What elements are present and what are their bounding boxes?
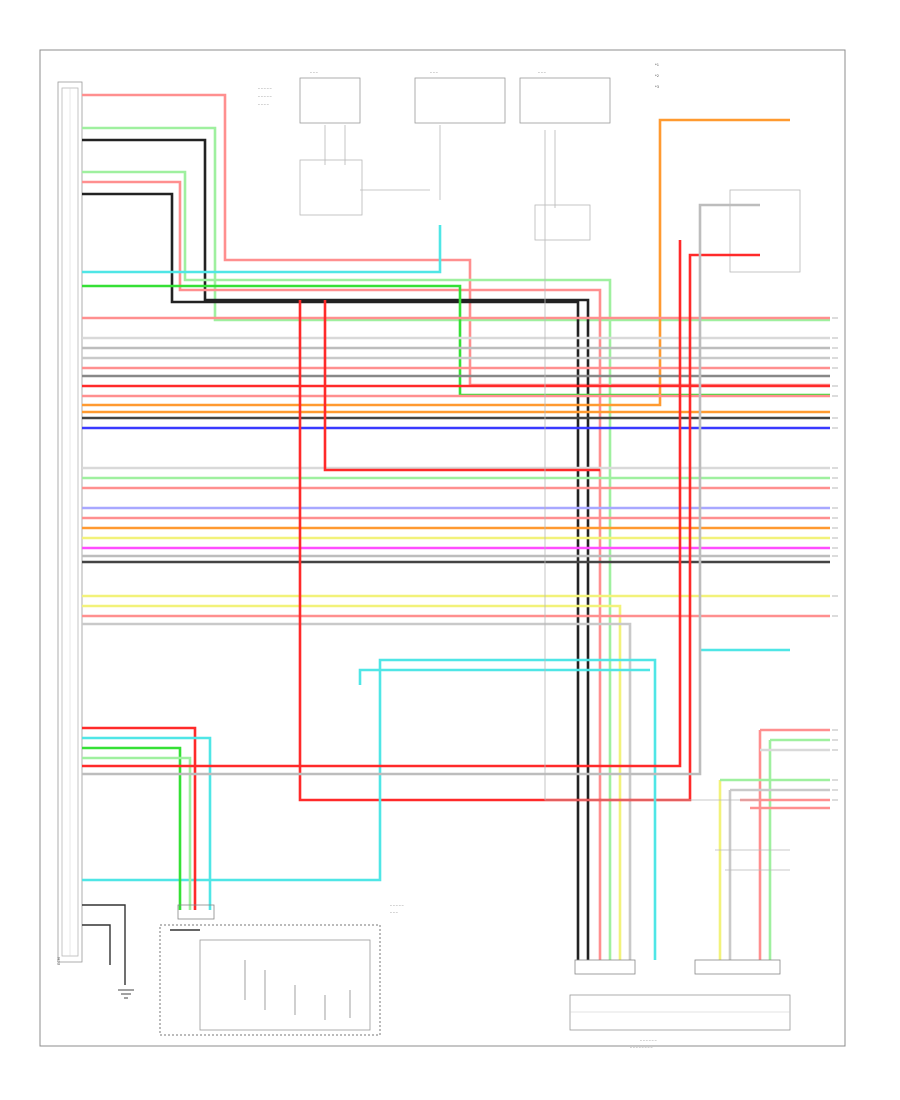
- svg-text:_ _ _: _ _ _: [537, 69, 546, 73]
- wire-harness: [82, 93, 830, 985]
- combination-switch: _ _ _ _ _ _ _ _: [159, 902, 404, 1036]
- multiplex-connector: _ _ _ _ _ _ _ _ _ _ _ _ _ _: [569, 994, 791, 1048]
- svg-text:_ _ _ _ _ _ _ _: _ _ _ _ _ _ _ _: [629, 1044, 653, 1048]
- bottom-terminals: [177, 904, 781, 975]
- right-terminal-ticks: [832, 317, 838, 801]
- relay-box-left: [299, 159, 363, 216]
- svg-text:_ _ _ _ _ _: _ _ _ _ _ _: [639, 1037, 657, 1041]
- legend-item-3: *3: [655, 85, 659, 89]
- ecm-connector: ECM: [57, 81, 83, 965]
- legend-item-2: *2: [655, 74, 659, 78]
- relay-box-right: [729, 189, 801, 273]
- ground-symbol: [118, 989, 134, 999]
- svg-text:_ _ _: _ _ _: [389, 909, 398, 913]
- legend: *1 *2 *3: [655, 63, 659, 89]
- junction-block-mid: _ _ _: [414, 69, 506, 124]
- svg-text:_ _ _: _ _ _: [429, 69, 438, 73]
- legend-item-1: *1: [655, 63, 659, 67]
- svg-text:_ _ _ _: _ _ _ _: [257, 101, 269, 105]
- relay-box-mid: [534, 204, 591, 241]
- diagram-frame: [39, 49, 846, 1047]
- svg-text:_ _ _: _ _ _: [309, 69, 318, 73]
- svg-text:_ _ _ _ _: _ _ _ _ _: [389, 902, 404, 906]
- svg-text:ECM: ECM: [57, 957, 61, 965]
- junction-block-right: _ _ _: [519, 69, 611, 124]
- junction-block-left: _ _ _ _ _ _ _ _ _ _ _ _ _ _ _ _ _: [257, 69, 361, 124]
- svg-text:_ _ _ _ _: _ _ _ _ _: [257, 93, 272, 97]
- svg-text:_ _ _ _ _: _ _ _ _ _: [257, 85, 272, 89]
